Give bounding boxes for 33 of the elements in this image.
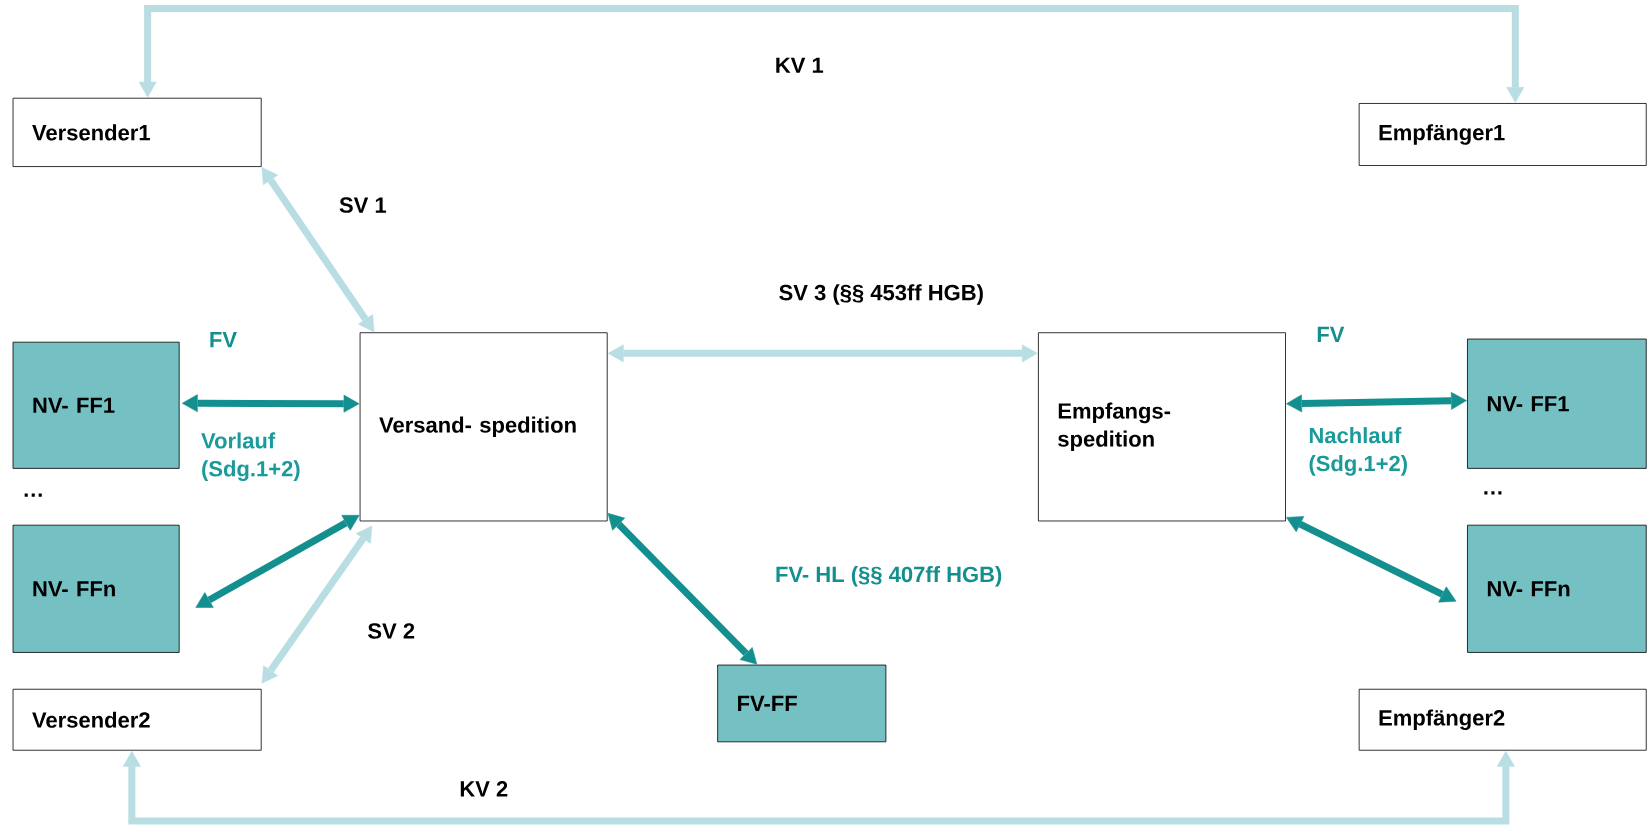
- process-box: Empfänger2: [1358, 689, 1647, 751]
- edge-label: FV: [1314, 325, 1347, 345]
- double-arrow: [123, 751, 1515, 825]
- edge-label: KV 2: [457, 779, 511, 799]
- annotation-label: Nachlauf (Sdg.1+2): [1309, 427, 1407, 476]
- double-arrow: [261, 167, 375, 333]
- double-arrow: [195, 515, 360, 608]
- double-arrow: [138, 5, 1525, 103]
- ellipsis-label: …: [1484, 491, 1502, 495]
- subcontractor-box: NV- FFn: [12, 525, 180, 654]
- double-arrow: [261, 525, 373, 684]
- edge-label: SV 3 (§§ 453ff HGB): [776, 282, 986, 307]
- edge-label: SV 1: [337, 195, 389, 216]
- subcontractor-box: NV- FFn: [1467, 525, 1647, 654]
- edge-label: KV 1: [772, 55, 826, 75]
- edge-label: SV 2: [365, 621, 418, 641]
- edge-label: FV- HL (§§ 407ff HGB): [773, 564, 1005, 589]
- edge-label: FV: [206, 330, 239, 350]
- annotation-label: Vorlauf (Sdg.1+2): [201, 432, 300, 482]
- process-box: Versand- spedition: [359, 332, 608, 522]
- double-arrow: [607, 344, 1038, 363]
- process-box: Empfangs- spedition: [1038, 332, 1286, 522]
- double-arrow: [1286, 516, 1457, 603]
- subcontractor-box: NV- FF1: [12, 342, 180, 469]
- double-arrow: [1286, 392, 1467, 413]
- ellipsis-label: …: [24, 493, 42, 497]
- double-arrow: [181, 394, 360, 413]
- subcontractor-box: FV-FF: [717, 664, 887, 743]
- double-arrow: [607, 513, 758, 665]
- process-box: Versender1: [12, 98, 262, 168]
- subcontractor-box: NV- FF1: [1467, 338, 1647, 469]
- process-box: Versender2: [12, 689, 262, 751]
- process-box: Empfänger1: [1358, 103, 1647, 167]
